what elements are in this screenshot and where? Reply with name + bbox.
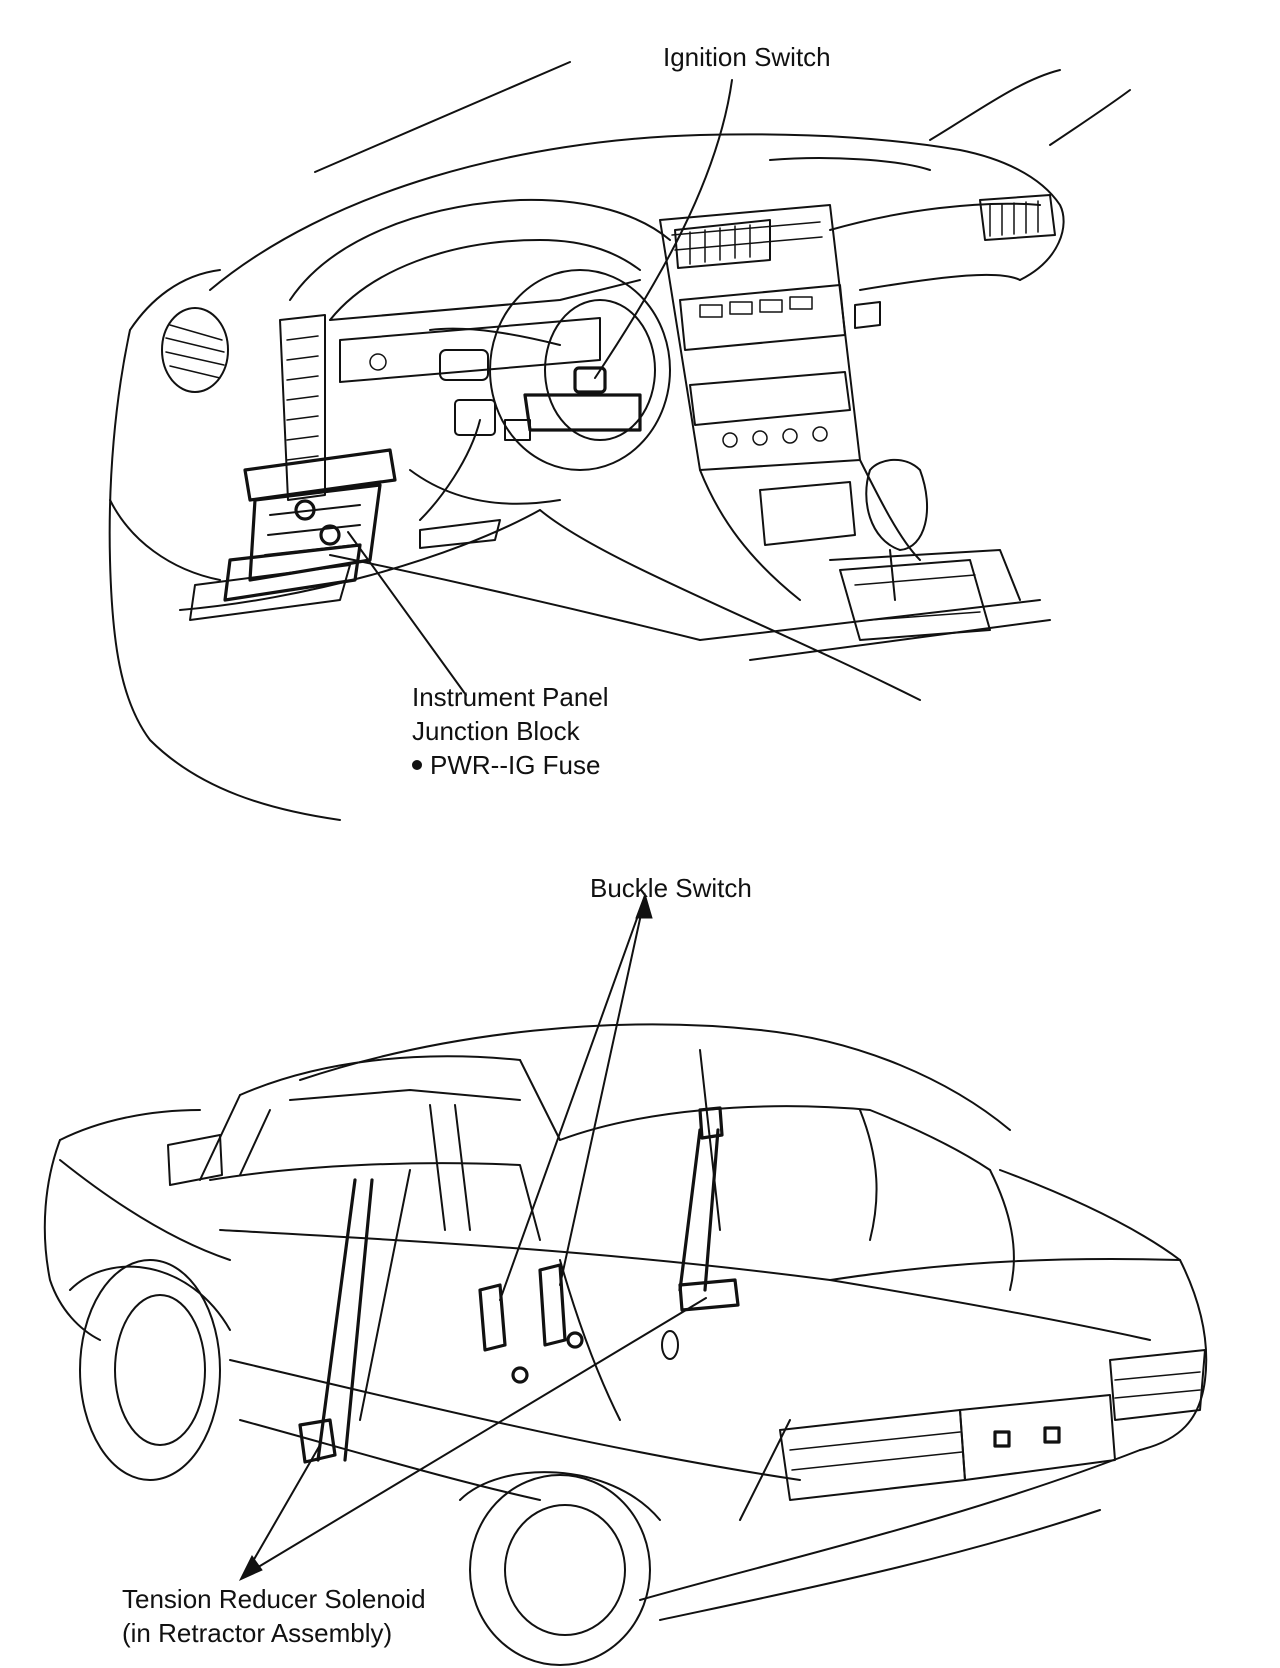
- buckle-switch-label: Buckle Switch: [590, 873, 752, 903]
- ignition-switch-label: Ignition Switch: [663, 42, 831, 72]
- tension-reducer-label-line-1: Tension Reducer Solenoid: [122, 1584, 426, 1614]
- bullet-icon: [412, 760, 422, 771]
- tension-reducer-leader-2: [244, 1297, 707, 1576]
- junction-block-label-line-2: Junction Block: [412, 716, 580, 746]
- tension-reducer-label-line-2: (in Retractor Assembly): [122, 1618, 393, 1648]
- fuse-label: PWR--IG Fuse: [412, 748, 609, 782]
- tension-reducer-leader-1: [244, 1444, 321, 1576]
- buckle-switch-leader-1: [499, 895, 646, 1301]
- junction-block-leader: [347, 531, 467, 696]
- tension-reducer-label: Tension Reducer Solenoid (in Retractor A…: [122, 1582, 426, 1650]
- junction-block-label-line-1: Instrument Panel: [412, 682, 609, 712]
- buckle-switch-arrow: [635, 892, 653, 919]
- buckle-switch-leader-2: [559, 895, 646, 1286]
- tension-reducer-arrow: [238, 1555, 263, 1582]
- junction-block-label: Instrument Panel Junction Block PWR--IG …: [412, 680, 609, 782]
- fuse-label-text: PWR--IG Fuse: [430, 750, 601, 780]
- ignition-switch-leader: [594, 79, 733, 379]
